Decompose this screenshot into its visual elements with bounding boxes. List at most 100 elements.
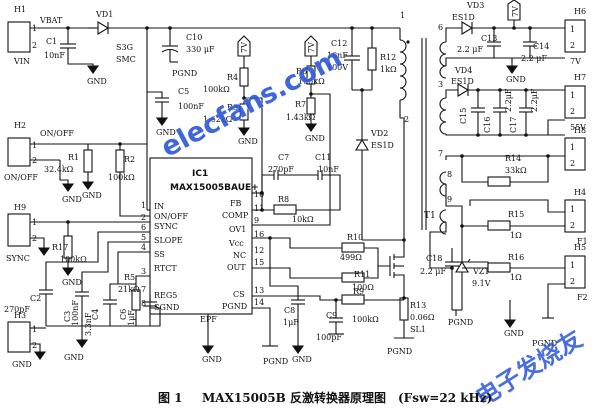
r15-ref: R15 (508, 210, 524, 219)
capacitor-c12: C12 10nF 100V (327, 28, 360, 90)
ic1-max15005: IC1 MAX15005BAUE+ EPF IN ON/OFF SYNC SLO… (141, 157, 264, 324)
c16-ref: C16 (483, 117, 492, 133)
c12-ref: C12 (331, 39, 347, 48)
c16-value: 2.2μF (504, 88, 513, 112)
svg-text:2: 2 (570, 277, 575, 286)
c5-ref: C5 (178, 87, 189, 96)
svg-text:GND: GND (506, 75, 526, 84)
c2-value: 270pF (4, 305, 30, 314)
connector-h5: H5 1 2 F2 (564, 243, 588, 302)
svg-text:1: 1 (570, 261, 575, 270)
r16-ref: R16 (508, 253, 524, 262)
supply-tag-7v-a: 7V (237, 35, 251, 57)
h5-label: F2 (577, 293, 588, 302)
capacitor-c17: C17 2.2μF (509, 88, 539, 135)
vd3-value: ES1D (452, 13, 475, 22)
vd2-value: ES1D (371, 141, 394, 150)
svg-text:1: 1 (32, 141, 37, 150)
c6-value: 1μF (127, 310, 136, 326)
ic-ref: IC1 (192, 169, 208, 179)
vd3-ref: VD3 (466, 1, 484, 10)
c3-value: 100nF (71, 300, 80, 326)
resistor-r14: R14 33kΩ (461, 154, 549, 187)
svg-text:OUT: OUT (227, 263, 246, 272)
svg-text:6: 6 (141, 223, 146, 232)
svg-text:16: 16 (254, 230, 264, 239)
svg-text:1: 1 (570, 91, 575, 100)
r13-value2: SL1 (410, 325, 426, 334)
caption-text: MAX15005B 反激转换器原理图 (202, 390, 386, 405)
r13-ref: R13 (410, 301, 426, 310)
r2-ref: R2 (124, 155, 135, 164)
svg-text:7V: 7V (240, 42, 249, 53)
svg-text:2: 2 (570, 159, 575, 168)
capacitor-c18: C18 2.2 μF (420, 248, 459, 276)
r3-value: 1.62kΩ (203, 115, 233, 124)
svg-text:GND: GND (305, 134, 325, 143)
c1-ref: C1 (46, 37, 57, 46)
ic-epf: EPF (200, 315, 217, 324)
svg-text:2: 2 (141, 213, 146, 222)
h9-ref: H9 (14, 203, 26, 212)
svg-text:3: 3 (141, 267, 146, 276)
capacitor-c3: C3 100nF (63, 291, 89, 326)
svg-text:COMP: COMP (222, 211, 249, 220)
resistor-r13: R13 0.06Ω SL1 (399, 297, 435, 338)
h6-ref: H6 (574, 7, 586, 16)
h7-voltage: 55V (570, 123, 586, 132)
r5-value: 21kΩ (118, 285, 140, 294)
svg-text:OV1: OV1 (229, 225, 246, 234)
r14-value: 33kΩ (505, 166, 527, 175)
r5-ref: R5 (124, 273, 135, 282)
svg-text:1: 1 (570, 143, 575, 152)
capacitor-c4: C4 3.3nF (84, 299, 117, 336)
r10-value: 499Ω (340, 253, 362, 262)
svg-text:SS: SS (154, 250, 165, 259)
svg-text:7V: 7V (511, 6, 520, 17)
svg-text:5: 5 (141, 233, 146, 242)
capacitor-c5: C5 100nF GND (147, 87, 204, 137)
capacitor-c9: C9 100pF (316, 300, 343, 342)
c8-ref: C8 (284, 306, 295, 315)
svg-text:IN: IN (154, 202, 164, 211)
gnd-symbol: GND (86, 65, 107, 86)
svg-text:GND: GND (62, 195, 82, 204)
r14-ref: R14 (505, 154, 521, 163)
r13-value: 0.06Ω (410, 313, 435, 322)
c12-value: 10nF (327, 51, 348, 60)
svg-text:2: 2 (32, 341, 37, 350)
zener-vz1: VZ1 9.1V (455, 226, 491, 310)
c13-value: 2.2 μF (457, 45, 483, 54)
c11-ref: C11 (315, 153, 331, 162)
ic-part: MAX15005BAUE+ (170, 183, 259, 193)
transformer-t1: 1 2 6 3 7 8 9 T1 (399, 11, 452, 235)
svg-text:GND: GND (87, 77, 107, 86)
r9-value: 100kΩ (352, 315, 379, 324)
h7-ref: H7 (574, 73, 586, 82)
resistor-r12: R12 1kΩ (367, 28, 397, 90)
svg-text:PGND: PGND (532, 339, 557, 348)
vd2-ref: VD2 (370, 129, 388, 138)
resistor-r9: R9 100kΩ (252, 287, 404, 324)
connector-h4: H4 1 2 F1 (564, 188, 588, 246)
svg-text:8: 8 (141, 299, 146, 308)
capacitor-c7: C7 270pF (252, 153, 300, 194)
svg-text:CS: CS (233, 290, 245, 299)
r8-ref: R8 (278, 195, 289, 204)
svg-text:SGND: SGND (154, 303, 179, 312)
svg-text:NC: NC (233, 251, 246, 260)
r11-value: 100Ω (352, 283, 374, 292)
resistor-r4: R4 100kΩ (203, 56, 249, 94)
r7-value: 1.43kΩ (286, 113, 316, 122)
c3-ref: C3 (63, 311, 72, 322)
c15-ref: C15 (459, 108, 468, 124)
capacitor-c16: C16 2.2μF (483, 88, 513, 135)
connector-h1: H1 1 2 VIN (7, 5, 37, 66)
svg-text:13: 13 (254, 286, 264, 295)
r11-ref: R11 (354, 270, 370, 279)
capacitor-c13: C13 2.2 μF (457, 28, 501, 58)
h8-ref: H8 (574, 126, 586, 135)
capacitor-c1: C1 10nF (44, 28, 76, 62)
svg-text:8: 8 (447, 170, 452, 179)
